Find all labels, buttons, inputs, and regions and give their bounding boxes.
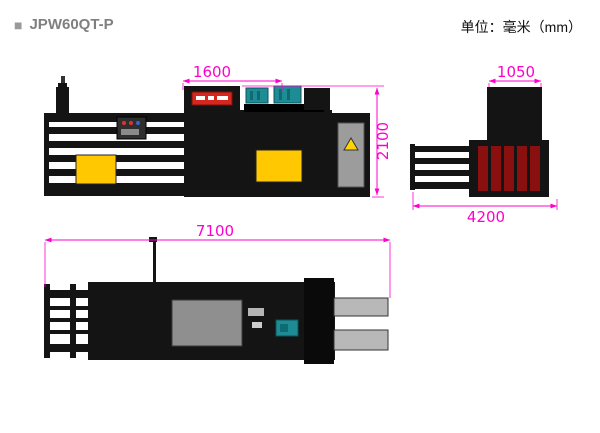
dim-label-2100: 2100 [374,122,392,160]
end-view-machine [410,87,549,197]
dim-label-1600: 1600 [193,63,231,81]
electrical-cabinet [332,113,370,197]
dimension-end-top: 1050 [488,63,542,87]
press-tower-end [487,87,542,140]
technical-drawing: 1600 2100 [44,63,558,364]
press-plate-plan [171,299,243,347]
dimension-plan-length: 7100 [44,222,391,298]
header: ■ JPW60QT-P 单位：毫米（mm） [0,0,600,50]
bale-slats [478,146,540,191]
safety-block-right [255,149,303,183]
press-head [184,86,240,197]
dim-label-4200: 4200 [467,208,505,226]
cabinet-door [337,122,365,188]
dim-label-7100: 7100 [196,222,234,240]
unit-label: 单位：毫米（mm） [460,19,582,35]
plan-view: 7100 [44,222,391,364]
control-panel [116,116,147,140]
cross-beam-plan [304,278,334,364]
end-view: 1050 4200 [410,63,558,226]
motor-pump-group [244,85,330,112]
indicator-red-icon [122,121,126,125]
ejector-prongs [333,297,389,351]
dimension-side-height: 2100 [242,85,392,198]
bullet-square-icon: ■ [14,16,23,33]
pump-block [304,88,330,110]
indicator-blue-icon [136,121,140,125]
side-view: 1600 2100 [44,63,392,198]
channel-rails-end [410,144,470,190]
dimension-side-top: 1600 [182,63,283,92]
dimension-end-bottom: 4200 [412,192,558,226]
indicator-red2-icon [129,121,133,125]
plan-view-machine [44,237,389,364]
side-view-machine [44,76,370,197]
safety-block-left [75,154,117,185]
model-title: ■ JPW60QT-P [14,16,114,33]
hydraulic-cylinder [56,76,69,114]
model-number: JPW60QT-P [29,16,114,33]
pump-motor-plan [275,319,299,337]
warning-triangle-icon [343,137,359,151]
dim-label-1050: 1050 [497,63,535,81]
fittings-plan [248,308,264,328]
